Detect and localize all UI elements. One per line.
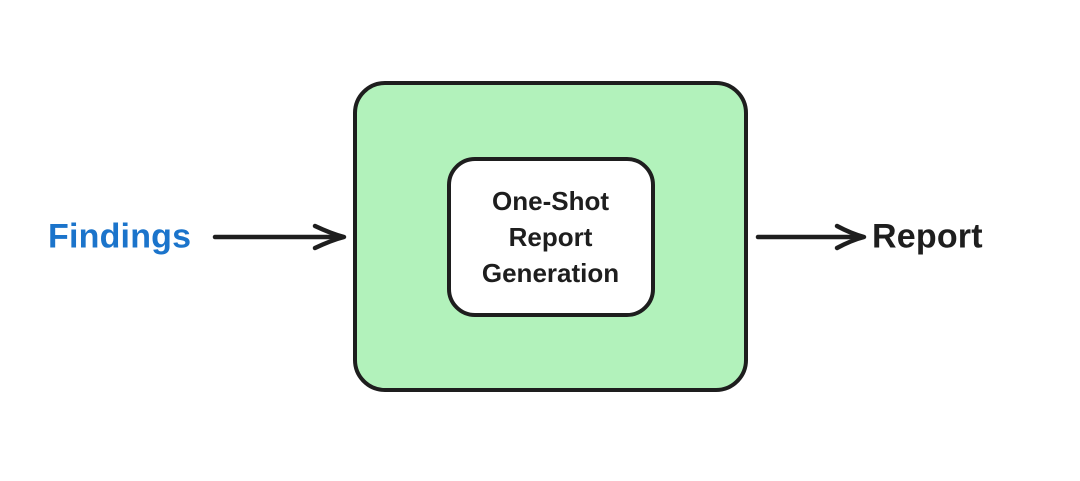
process-label-line: Report: [508, 221, 593, 252]
process-inner-box: One-Shot Report Generation: [446, 156, 655, 317]
arrow-right-icon: [212, 223, 347, 251]
process-box: One-Shot Report Generation: [353, 81, 748, 392]
process-label-line: Generation: [481, 257, 620, 288]
process-label-line: One-Shot: [492, 185, 609, 216]
output-label: Report: [872, 217, 983, 256]
arrow-right-icon: [755, 223, 867, 251]
input-label: Findings: [48, 217, 192, 256]
